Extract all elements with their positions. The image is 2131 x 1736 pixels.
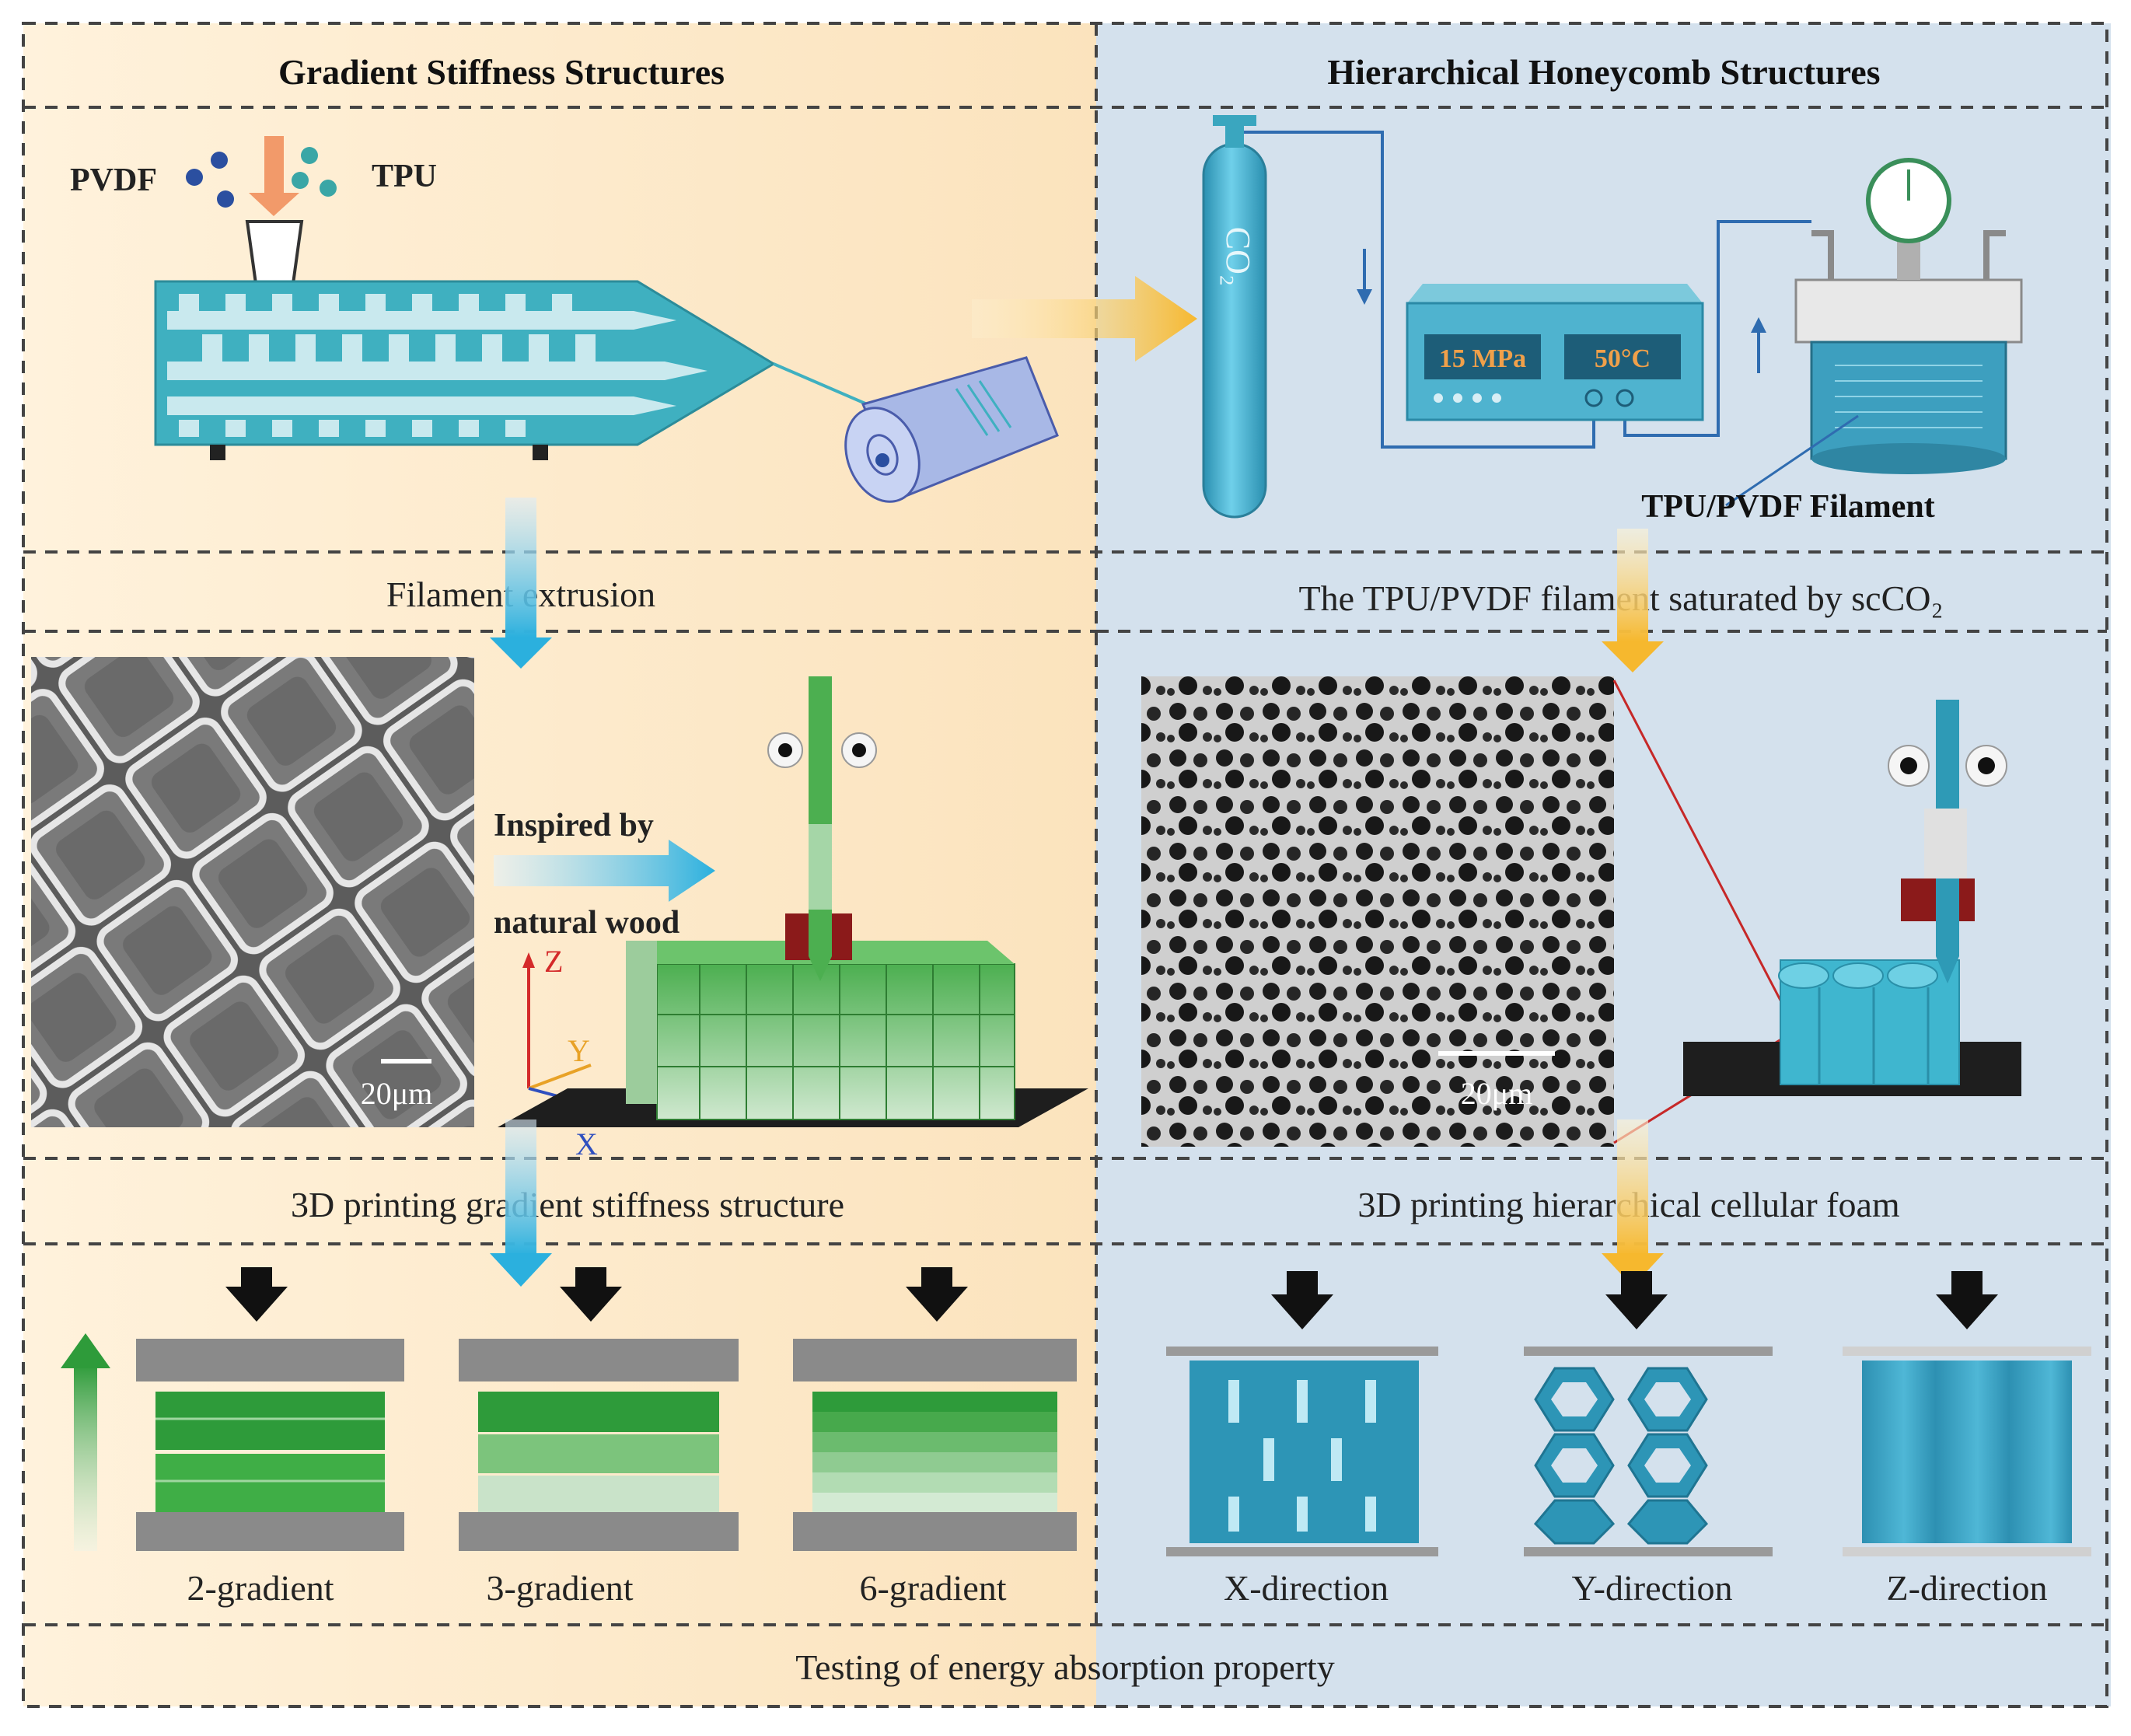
filament-label: TPU/PVDF Filament bbox=[1641, 489, 1935, 525]
right-header: Hierarchical Honeycomb Structures bbox=[1327, 52, 1880, 92]
sample-label-x-direction: X-direction bbox=[1224, 1568, 1389, 1608]
pressure-readout: 15 MPa bbox=[1439, 344, 1526, 373]
left-flow-arrow-1 bbox=[490, 498, 552, 669]
filament-pointer bbox=[1725, 414, 1859, 507]
wood-sem-image bbox=[31, 657, 474, 1127]
foam-scale-bar: 20μm bbox=[1461, 1076, 1533, 1111]
extruder-barrel bbox=[154, 280, 776, 460]
sample-label-3-gradient: 3-gradient bbox=[486, 1568, 633, 1608]
left-flow-arrow-2 bbox=[490, 1119, 552, 1287]
co2-cylinder bbox=[1202, 115, 1267, 519]
foam-print-assembly bbox=[1683, 700, 2021, 1096]
stiffness-gradient-arrow bbox=[61, 1333, 110, 1551]
left-step2-caption: 3D printing gradient stiffness structure bbox=[291, 1185, 844, 1224]
sample-y-direction bbox=[1524, 1271, 1773, 1556]
gradient-print-assembly bbox=[498, 676, 1088, 1127]
wood-scale-bar: 20μm bbox=[361, 1076, 433, 1111]
transfer-arrow bbox=[972, 276, 1197, 362]
hopper bbox=[245, 220, 304, 291]
inspired-arrow bbox=[494, 840, 715, 902]
axis-x-label: X bbox=[575, 1126, 598, 1161]
pvdf-pellets bbox=[186, 152, 234, 208]
sample-label-6-gradient: 6-gradient bbox=[859, 1568, 1006, 1608]
right-flow-arrow-1 bbox=[1602, 529, 1664, 672]
autoclave-vessel bbox=[1794, 158, 2023, 474]
sample-2-gradient bbox=[136, 1267, 404, 1551]
pvdf-label: PVDF bbox=[70, 162, 157, 198]
sample-x-direction bbox=[1166, 1271, 1438, 1556]
tpu-label: TPU bbox=[372, 159, 437, 194]
axis-y-label: Y bbox=[568, 1033, 590, 1068]
inspired-line2: natural wood bbox=[494, 905, 679, 941]
co2-label: CO₂ bbox=[1219, 227, 1257, 286]
inspired-line1: Inspired by bbox=[494, 808, 654, 844]
filament-spool bbox=[844, 356, 1059, 503]
sample-z-direction bbox=[1843, 1271, 2091, 1556]
feed-arrow bbox=[249, 136, 299, 216]
sample-3-gradient bbox=[459, 1267, 739, 1551]
pressure-controller bbox=[1406, 284, 1704, 421]
sample-label-2-gradient: 2-gradient bbox=[187, 1568, 334, 1608]
sample-label-z-direction: Z-direction bbox=[1887, 1568, 2048, 1608]
temperature-readout: 50°C bbox=[1595, 344, 1651, 373]
right-flow-arrow-2 bbox=[1602, 1119, 1664, 1287]
gas-lines bbox=[1244, 131, 1811, 449]
axis-z-label: Z bbox=[544, 944, 563, 979]
foam-sem-image bbox=[1141, 676, 1614, 1147]
tpu-pellets bbox=[292, 147, 337, 197]
sample-label-y-direction: Y-direction bbox=[1572, 1568, 1733, 1608]
dashed-frame bbox=[22, 22, 2108, 1708]
sample-6-gradient bbox=[793, 1267, 1077, 1551]
footer-caption: Testing of energy absorption property bbox=[795, 1647, 1334, 1687]
left-header: Gradient Stiffness Structures bbox=[278, 52, 725, 92]
